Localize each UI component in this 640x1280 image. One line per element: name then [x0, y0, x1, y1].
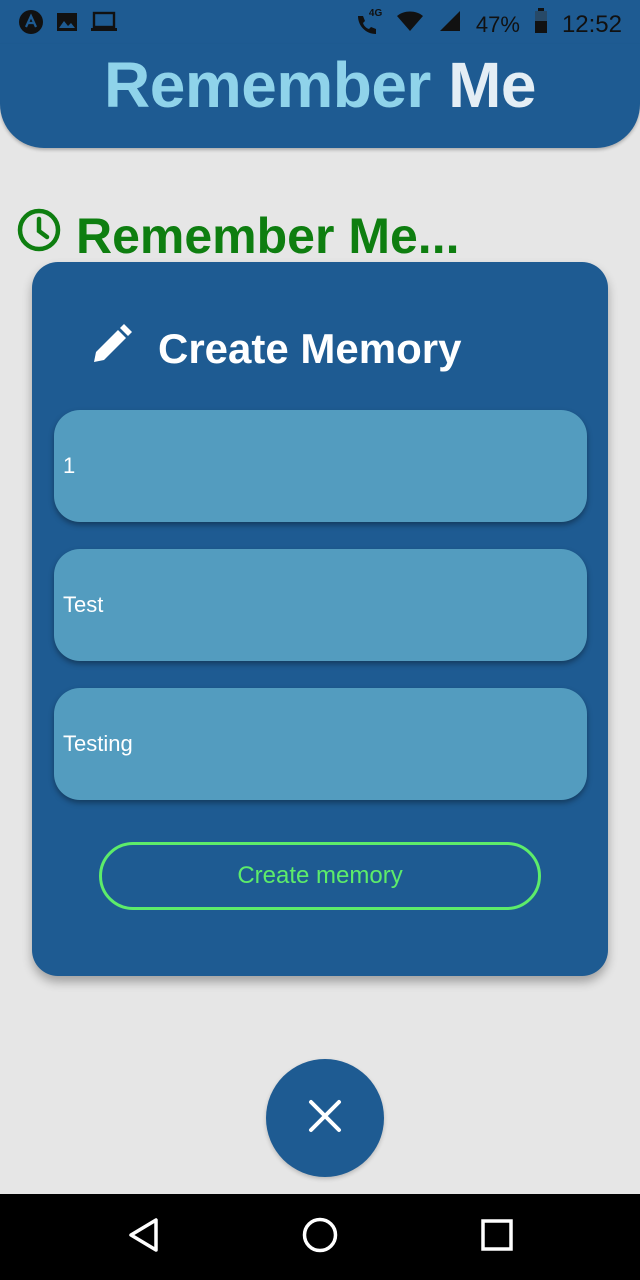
app-logo-icon — [18, 9, 44, 40]
app-title: Remember Me — [0, 48, 640, 122]
network-label: 4G — [368, 7, 383, 19]
app-header: Remember Me — [0, 44, 640, 148]
pencil-icon — [90, 322, 134, 376]
recents-icon — [480, 1218, 514, 1257]
battery-icon — [534, 8, 548, 41]
wifi-icon — [396, 9, 424, 40]
card-heading-text: Create Memory — [158, 325, 462, 372]
call-4g-icon: 4G — [354, 8, 382, 38]
home-button[interactable] — [297, 1214, 343, 1260]
close-icon — [307, 1098, 343, 1139]
image-icon — [56, 11, 78, 38]
close-button[interactable] — [266, 1059, 384, 1177]
clock-time: 12:52 — [561, 10, 622, 38]
back-icon — [126, 1217, 160, 1258]
memory-field-1[interactable] — [54, 410, 587, 522]
system-nav-bar — [0, 1194, 640, 1280]
status-right: 4G 47% 12:52 — [354, 8, 622, 41]
memory-input-2[interactable] — [63, 592, 587, 618]
recents-button[interactable] — [474, 1214, 520, 1260]
back-button[interactable] — [120, 1214, 166, 1260]
status-left-icons — [18, 9, 118, 40]
memory-input-3[interactable] — [63, 731, 587, 757]
section-title: Remember Me... — [16, 206, 459, 266]
memory-input-1[interactable] — [63, 453, 587, 479]
status-bar: 4G 47% 12:52 — [0, 0, 640, 44]
memory-field-2[interactable] — [54, 549, 587, 661]
signal-icon — [438, 9, 462, 40]
section-title-text: Remember Me... — [76, 208, 460, 264]
laptop-icon — [90, 11, 118, 38]
battery-percent: 47% — [475, 11, 520, 37]
app-title-part1: Remember — [104, 49, 431, 121]
memory-field-3[interactable] — [54, 688, 587, 800]
card-heading: Create Memory — [90, 322, 461, 376]
home-icon — [301, 1216, 339, 1259]
clock-icon — [16, 206, 62, 266]
create-memory-card: Create Memory Create memory — [32, 262, 608, 976]
create-memory-button[interactable]: Create memory — [99, 842, 541, 910]
app-title-part2: Me — [448, 49, 536, 121]
